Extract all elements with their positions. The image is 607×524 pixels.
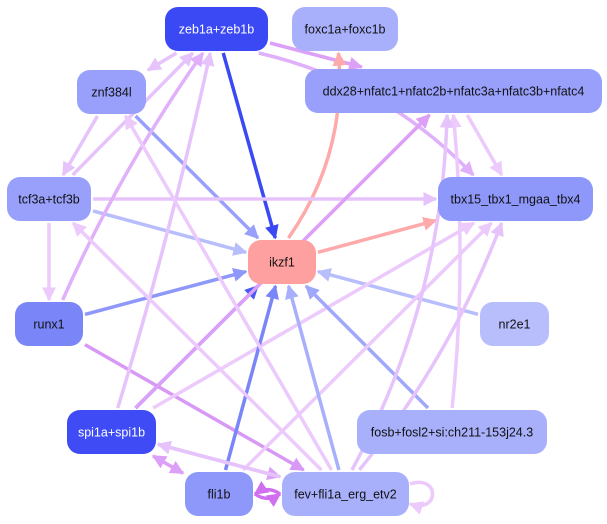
edge-fev-to-fli1b [253, 481, 282, 496]
node-ikzf1[interactable]: ikzf1 [248, 240, 316, 284]
edges-layer [42, 41, 504, 515]
edge-fosb-to-ddx28 [447, 113, 462, 409]
edge-fev-to-ikzf1 [285, 284, 341, 471]
node-runx1-label: runx1 [33, 318, 64, 332]
node-ikzf1-box[interactable] [248, 240, 316, 284]
node-nr2e1[interactable]: nr2e1 [480, 302, 549, 346]
edge-fli1b-to-spi1 [151, 454, 184, 475]
edge-tcf3-to-ikzf1 [92, 209, 248, 256]
node-runx1-box[interactable] [15, 302, 83, 346]
node-zeb1a-box[interactable] [165, 7, 268, 51]
edge-fev-to-tcf3 [71, 221, 323, 472]
edge-runx1-to-ikzf1 [84, 268, 248, 317]
node-tbx15[interactable]: tbx15_tbx1_mgaa_tbx4 [438, 177, 593, 221]
edge-fli1b-to-tbx15 [241, 221, 493, 472]
edge-runx1-to-fev [84, 343, 305, 472]
node-fev-box[interactable] [282, 472, 409, 516]
node-znf384l-box[interactable] [77, 70, 146, 114]
node-fosb-box[interactable] [357, 410, 547, 454]
node-ddx28-label: ddx28+nfatc1+nfatc2b+nfatc3a+nfatc3b+nfa… [323, 85, 585, 99]
edge-zeb1a-to-znf384l [146, 51, 178, 72]
node-spi1-label: spi1a+spi1b [78, 426, 145, 440]
edge-spi1-to-zeb1a [116, 51, 215, 409]
edge-nr2e1-to-ikzf1 [316, 268, 479, 316]
node-tbx15-label: tbx15_tbx1_mgaa_tbx4 [451, 193, 581, 207]
edge-fev-to-znf384l [123, 114, 334, 471]
edge-znf384l-to-ikzf1 [134, 114, 260, 240]
node-znf384l-label: znf384l [91, 86, 131, 100]
edge-ddx28-to-tbx15 [465, 114, 504, 177]
node-fosb[interactable]: fosb+fosl2+si:ch211-153j24.3 [357, 410, 547, 454]
edge-ikzf1-to-tbx15 [317, 216, 438, 254]
node-fev[interactable]: fev+fli1a_erg_etv2 [282, 472, 409, 516]
edge-zeb1a-to-ikzf1 [221, 52, 279, 240]
node-fev-label: fev+fli1a_erg_etv2 [294, 488, 397, 502]
edge-fev-to-spi1 [156, 440, 281, 479]
node-fli1b[interactable]: fli1b [185, 472, 253, 516]
edge-fli1b-to-fev [253, 492, 282, 507]
node-spi1-box[interactable] [67, 410, 156, 454]
node-foxc1[interactable]: foxc1a+foxc1b [292, 7, 398, 51]
edge-runx1-to-zeb1a [61, 51, 205, 301]
node-zeb1a[interactable]: zeb1a+zeb1b [165, 7, 268, 51]
node-spi1[interactable]: spi1a+spi1b [67, 410, 156, 454]
nodes-layer: zeb1a+zeb1b foxc1a+foxc1b znf384l ddx28+nfa… [7, 7, 602, 516]
node-fosb-label: fosb+fosl2+si:ch211-153j24.3 [371, 426, 533, 440]
node-foxc1-label: foxc1a+foxc1b [305, 23, 386, 37]
node-foxc1-box[interactable] [292, 7, 398, 51]
node-tcf3[interactable]: tcf3a+tcf3b [7, 177, 91, 221]
edge-spi1-to-tbx15 [152, 221, 476, 410]
node-tcf3-label: tcf3a+tcf3b [18, 193, 80, 207]
node-ddx28[interactable]: ddx28+nfatc1+nfatc2b+nfatc3a+nfatc3b+nfa… [305, 69, 602, 113]
edge-fli1b-to-ikzf1 [223, 284, 279, 471]
node-znf384l[interactable]: znf384l [77, 70, 146, 114]
edge-fev-to-fev [408, 480, 435, 515]
node-fli1b-box[interactable] [185, 472, 253, 516]
node-fli1b-label: fli1b [208, 488, 231, 502]
edge-znf384l-to-tcf3 [61, 115, 99, 177]
node-nr2e1-label: nr2e1 [499, 318, 531, 332]
node-ddx28-box[interactable] [305, 69, 602, 113]
node-runx1[interactable]: runx1 [15, 302, 83, 346]
node-nr2e1-box[interactable] [480, 302, 549, 346]
node-ikzf1-label: ikzf1 [269, 256, 295, 270]
node-tcf3-box[interactable] [7, 177, 91, 221]
node-tbx15-box[interactable] [438, 177, 593, 221]
node-zeb1a-label: zeb1a+zeb1b [179, 23, 254, 37]
